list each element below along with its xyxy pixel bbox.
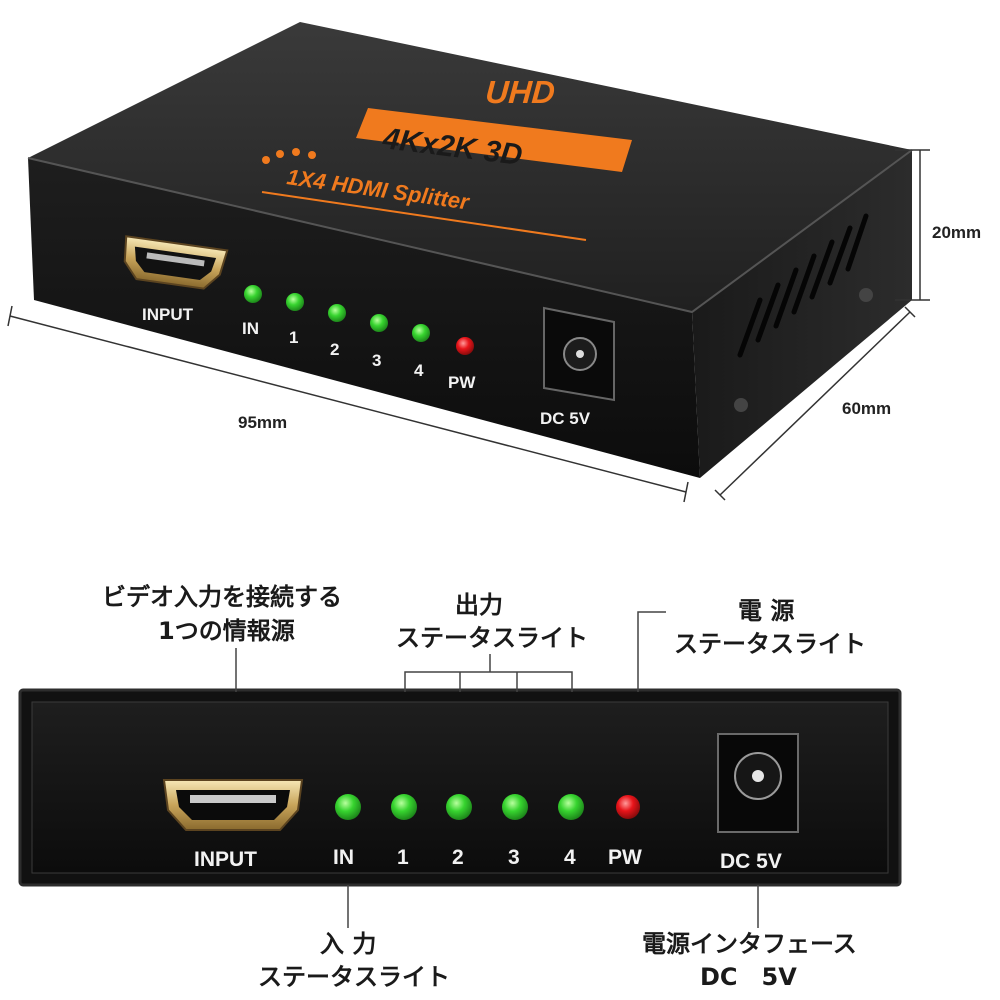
case-front-face	[28, 158, 700, 478]
dc-port-label: DC 5V	[540, 409, 591, 428]
callout-input-status: 入 力	[320, 930, 376, 958]
led-label: 1	[289, 328, 298, 347]
led-pw-icon	[616, 795, 640, 819]
callout-output: ステータスライト	[396, 624, 588, 652]
led-label: 3	[508, 846, 520, 869]
dc-jack-3d	[543, 306, 615, 402]
input-port-label: INPUT	[142, 305, 194, 324]
input-port-label: INPUT	[194, 848, 257, 871]
led-4-icon	[558, 794, 584, 820]
callout-power-interface: 電源インタフェース	[642, 930, 857, 958]
splitter-front-view: INPUT IN 1 2 3 4 PW DC 5V	[18, 688, 902, 887]
led-label: 1	[397, 846, 409, 869]
callout-power-status: ステータスライト	[674, 630, 866, 658]
hdmi-input-port	[162, 779, 304, 831]
dimension-width: 95mm	[238, 413, 287, 432]
signal-dots-icon	[262, 148, 316, 164]
screw-icon	[734, 398, 748, 412]
uhd-label: UHD	[484, 74, 556, 110]
led-label: PW	[448, 373, 476, 392]
dimension-lines	[7, 149, 930, 503]
led-4-icon	[412, 324, 430, 342]
led-2-icon	[446, 794, 472, 820]
screw-icon	[859, 288, 873, 302]
callout-power-status: 電 源	[738, 597, 794, 625]
callouts: ビデオ入力を接続する 1つの情報源 出力 ステータスライト 電 源 ステータスラ…	[102, 583, 866, 991]
led-2-icon	[328, 304, 346, 322]
led-label: 2	[452, 846, 464, 869]
hdmi-port-3d	[123, 235, 229, 290]
led-label: 4	[414, 361, 424, 380]
led-in-icon	[335, 794, 361, 820]
dc-port-label: DC 5V	[720, 850, 782, 873]
callout-input-status: ステータスライト	[258, 963, 450, 991]
dc-jack	[717, 733, 799, 833]
led-row: IN 1 2 3 4 PW	[333, 794, 642, 869]
callout-power-interface: DC 5V	[700, 963, 797, 991]
led-label: IN	[333, 846, 354, 869]
resolution-badge	[356, 108, 632, 172]
callout-video-input: 1つの情報源	[158, 617, 295, 645]
led-row-3d: IN 1 2 3 4 PW	[242, 285, 476, 392]
side-vents	[737, 213, 869, 358]
dimension-height: 20mm	[932, 223, 981, 242]
led-label: 2	[330, 340, 339, 359]
led-1-icon	[286, 293, 304, 311]
case-side-face	[692, 150, 912, 478]
led-3-icon	[370, 314, 388, 332]
dimension-depth: 60mm	[842, 399, 891, 418]
splitter-3d-view: UHD 4Kx2K 3D 1X4 HDMI Splitter INPUT	[27, 22, 913, 478]
led-label: 3	[372, 351, 381, 370]
callout-video-input: ビデオ入力を接続する	[102, 583, 342, 611]
led-1-icon	[391, 794, 417, 820]
led-in-icon	[244, 285, 262, 303]
callout-leaders	[235, 611, 759, 928]
led-3-icon	[502, 794, 528, 820]
callout-output: 出力	[455, 591, 503, 619]
led-label: IN	[242, 319, 259, 338]
led-label: 4	[564, 846, 576, 869]
case-top-face	[28, 22, 912, 312]
led-pw-icon	[456, 337, 474, 355]
led-label: PW	[608, 846, 642, 869]
